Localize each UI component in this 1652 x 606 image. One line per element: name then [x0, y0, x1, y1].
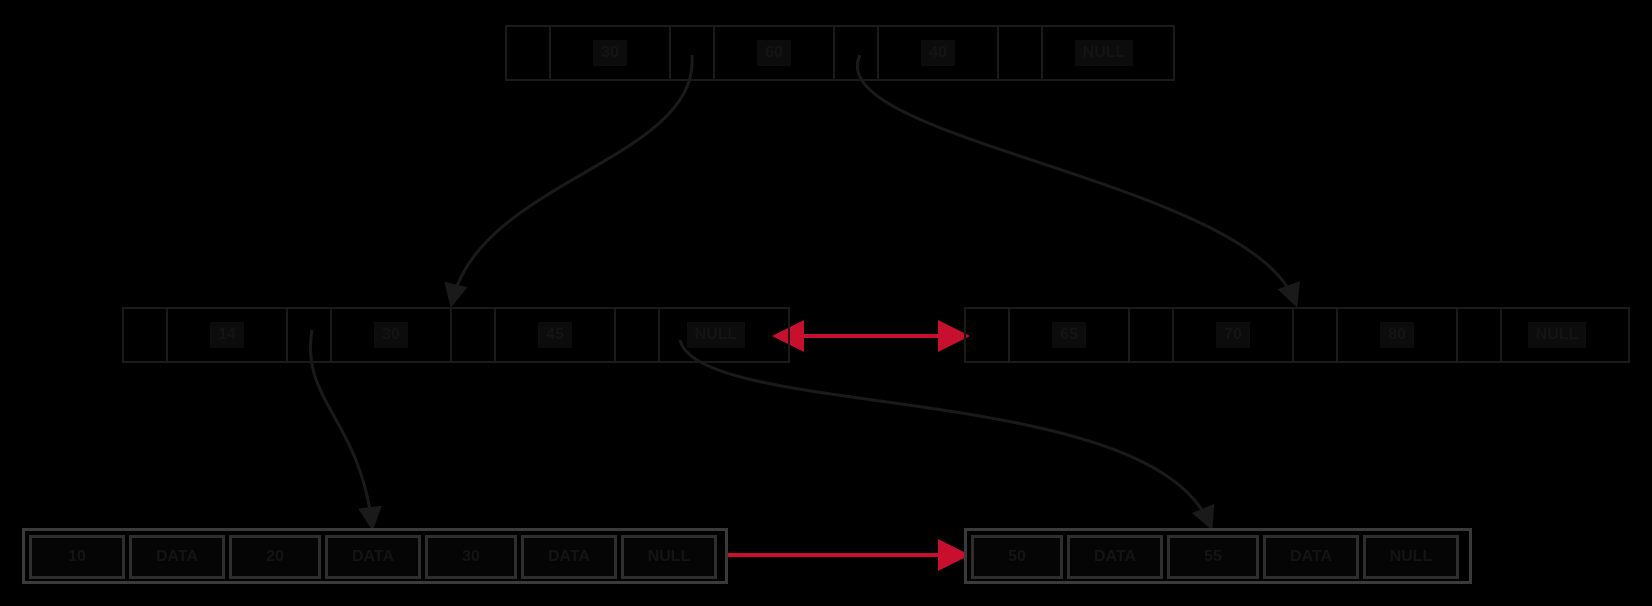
cell-text: 50 — [1008, 548, 1026, 565]
leaf-cell: 20 — [229, 535, 321, 579]
cell-text: NULL — [1389, 548, 1433, 565]
leaf-cell: 10 — [29, 535, 125, 579]
key-cell: 40 — [879, 27, 999, 79]
pointer-cell — [452, 309, 496, 361]
leaf-cell: 55 — [1167, 535, 1259, 579]
key-cell: NULL — [660, 309, 772, 361]
cell-text: 10 — [68, 548, 86, 565]
leaf-cell: 30 — [425, 535, 517, 579]
key-cell: NULL — [1043, 27, 1165, 79]
internal-node-right: 65 70 80 NULL — [964, 307, 1630, 363]
root-to-right-link — [855, 54, 1300, 308]
pointer-cell — [966, 309, 1010, 361]
cell-text: 20 — [266, 548, 284, 565]
key-text: 65 — [1052, 322, 1086, 348]
leaf-cell: DATA — [1067, 535, 1163, 579]
leaf-cell: DATA — [325, 535, 421, 579]
key-text: 30 — [593, 40, 627, 66]
leaf-cell: NULL — [621, 535, 717, 579]
leaf-cell: DATA — [129, 535, 225, 579]
pointer-cell — [288, 309, 332, 361]
leaf-cell: DATA — [521, 535, 617, 579]
cell-text: DATA — [351, 548, 395, 565]
pointer-cell — [999, 27, 1043, 79]
key-text: 70 — [1216, 322, 1250, 348]
key-cell: 30 — [551, 27, 671, 79]
internal-node-left: 14 30 45 NULL — [122, 307, 790, 363]
key-cell: 70 — [1174, 309, 1294, 361]
key-text: 14 — [210, 322, 244, 348]
pointer-cell — [671, 27, 715, 79]
key-cell: NULL — [1502, 309, 1612, 361]
key-cell: 65 — [1010, 309, 1130, 361]
key-text: NULL — [1074, 40, 1134, 66]
pointer-cell — [835, 27, 879, 79]
cell-text: DATA — [1093, 548, 1137, 565]
key-cell: 30 — [332, 309, 452, 361]
key-cell: 14 — [168, 309, 288, 361]
cell-text: DATA — [155, 548, 199, 565]
key-text: NULL — [1527, 322, 1587, 348]
key-text: NULL — [686, 322, 746, 348]
key-cell: 60 — [715, 27, 835, 79]
cell-text: 55 — [1204, 548, 1222, 565]
key-text: 45 — [538, 322, 572, 348]
key-text: 40 — [921, 40, 955, 66]
cell-text: NULL — [647, 548, 691, 565]
key-cell: 45 — [496, 309, 616, 361]
internal-to-leaf-left-link — [309, 329, 382, 531]
cell-text: DATA — [547, 548, 591, 565]
pointer-cell — [124, 309, 168, 361]
leaf-node-right: 50 DATA 55 DATA NULL — [964, 528, 1472, 584]
cell-text: 30 — [462, 548, 480, 565]
key-cell: 80 — [1338, 309, 1458, 361]
pointer-cell — [1294, 309, 1338, 361]
leaf-cell: DATA — [1263, 535, 1359, 579]
pointer-cell — [616, 309, 660, 361]
pointer-cell — [1130, 309, 1174, 361]
internal-to-leaf-right-link — [678, 339, 1215, 531]
key-text: 60 — [757, 40, 791, 66]
key-text: 30 — [374, 322, 408, 348]
leaf-cell: NULL — [1363, 535, 1459, 579]
pointer-cell — [1458, 309, 1502, 361]
root-node: 30 60 40 NULL — [505, 25, 1175, 81]
cell-text: DATA — [1289, 548, 1333, 565]
root-to-left-link — [444, 54, 694, 308]
leaf-node-left: 10 DATA 20 DATA 30 DATA NULL — [22, 528, 728, 584]
pointer-cell — [507, 27, 551, 79]
leaf-cell: 50 — [971, 535, 1063, 579]
key-text: 80 — [1380, 322, 1414, 348]
